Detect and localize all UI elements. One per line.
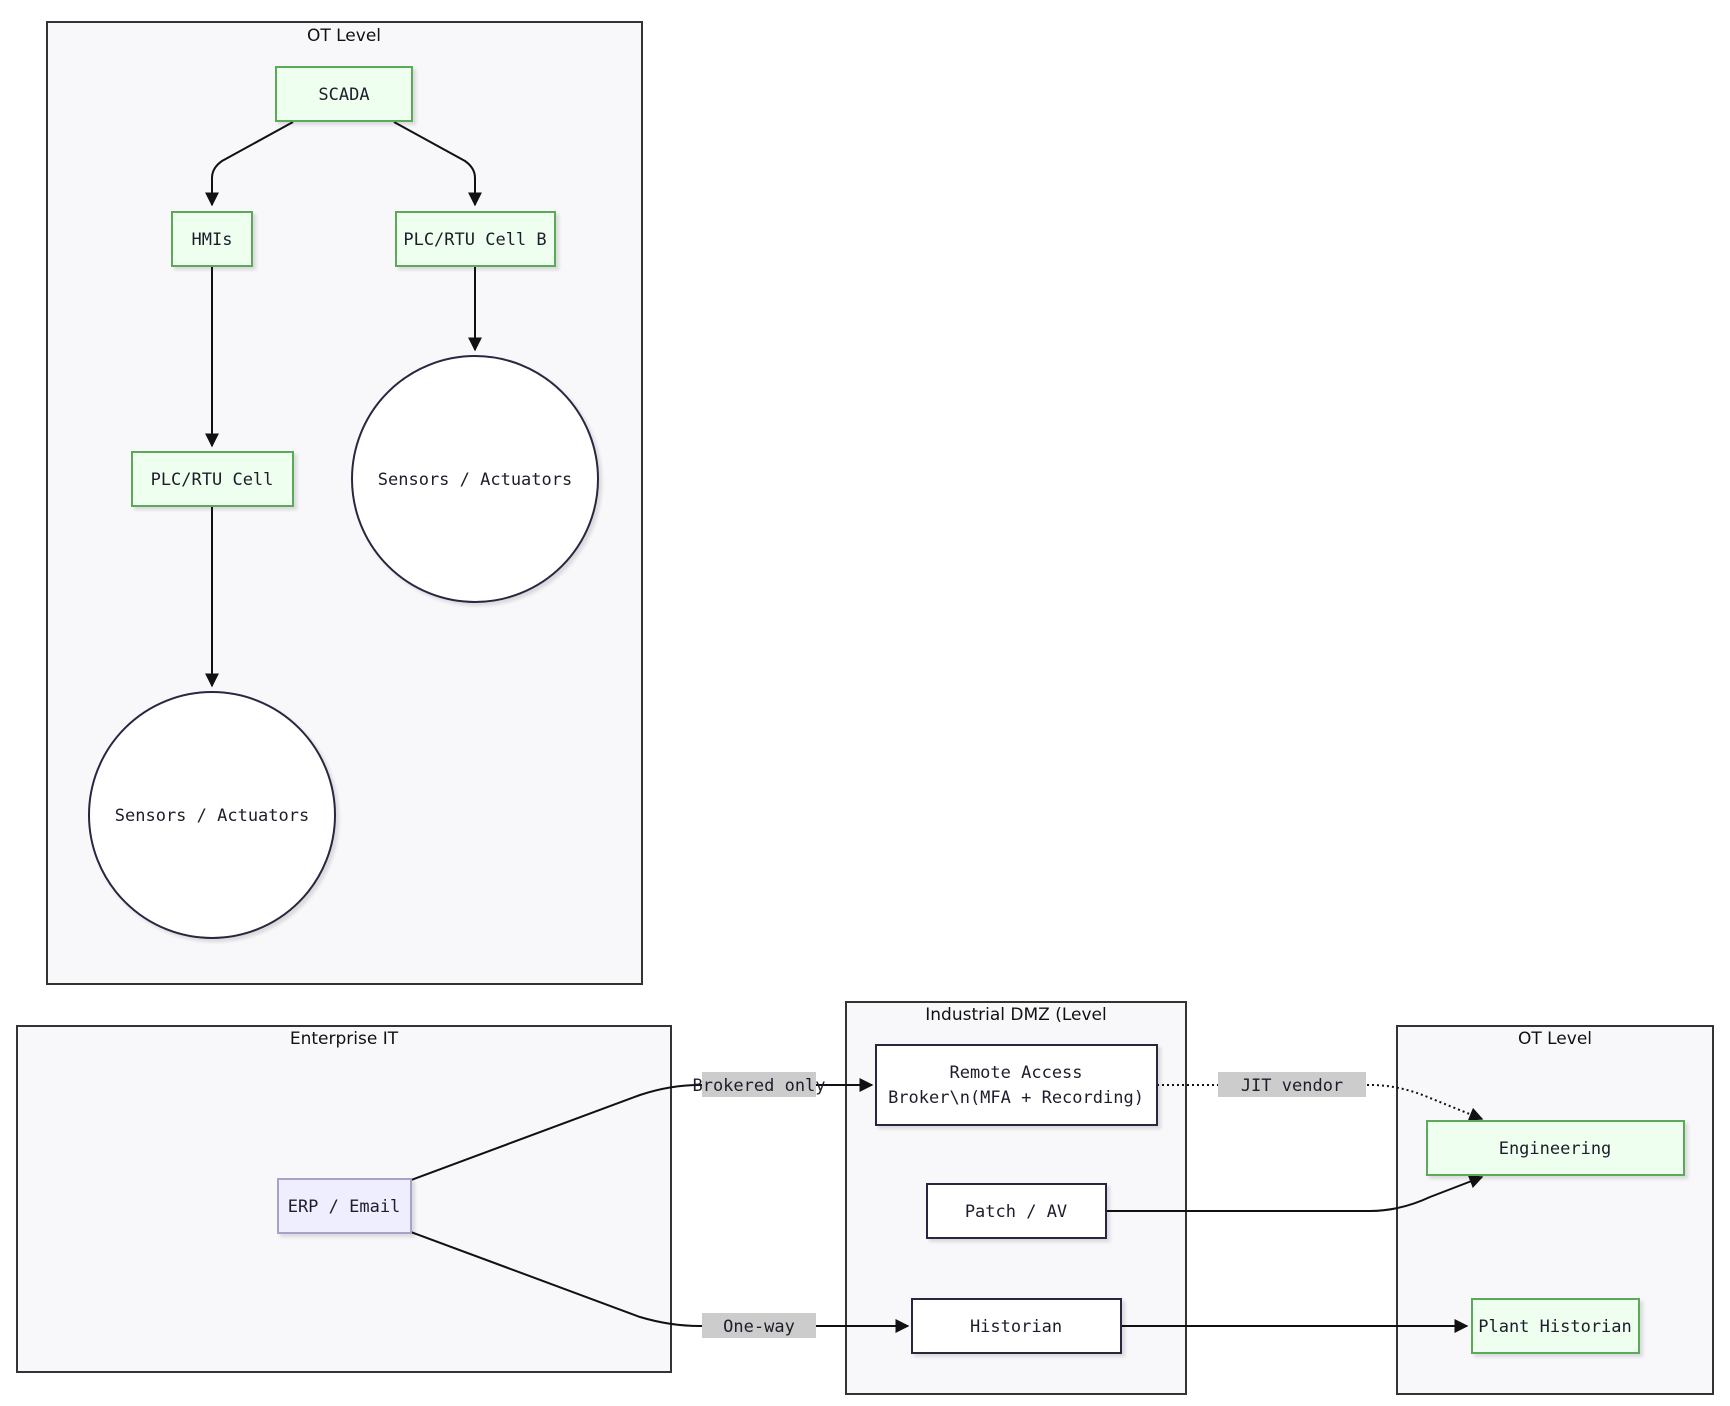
hmis-label: HMIs xyxy=(192,230,233,250)
edge-label-oneway: One-way xyxy=(702,1313,816,1338)
scada-label: SCADA xyxy=(318,85,369,105)
sensors-actuators-label-a: Sensors / Actuators xyxy=(115,806,309,826)
edge-label-oneway-text: One-way xyxy=(723,1317,795,1337)
plc-rtu-cell-node[interactable]: PLC/RTU Cell xyxy=(131,451,294,507)
plc-rtu-cell-b-label: PLC/RTU Cell B xyxy=(403,230,546,250)
industrial-dmz-title: Industrial DMZ (Level xyxy=(925,1005,1106,1025)
edge-scada-plc-b xyxy=(393,121,482,207)
edge-label-brokered: Brokered only xyxy=(692,1072,826,1097)
scada-node[interactable]: SCADA xyxy=(275,66,413,122)
edges-bottom xyxy=(410,1078,1484,1333)
erp-email-node[interactable]: ERP / Email xyxy=(277,1178,412,1234)
edge-label-jit-text: JIT vendor xyxy=(1241,1076,1343,1096)
enterprise-it-cluster: Enterprise IT xyxy=(16,1025,672,1373)
patch-av-node[interactable]: Patch / AV xyxy=(926,1183,1107,1239)
sensors-actuators-node-a[interactable]: Sensors / Actuators xyxy=(88,691,336,939)
ot-level-title-bottom: OT Level xyxy=(1518,1029,1592,1049)
historian-label: Historian xyxy=(970,1317,1062,1337)
sensors-actuators-node-b[interactable]: Sensors / Actuators xyxy=(351,355,599,603)
edge-erp-remote-access xyxy=(410,1078,874,1181)
edges-top xyxy=(205,121,482,688)
ot-level-title-top: OT Level xyxy=(307,26,381,46)
historian-node[interactable]: Historian xyxy=(911,1298,1122,1354)
engineering-label: Engineering xyxy=(1499,1139,1612,1159)
edge-label-brokered-text: Brokered only xyxy=(692,1076,825,1096)
edge-label-jit: JIT vendor xyxy=(1218,1072,1366,1097)
enterprise-it-title: Enterprise IT xyxy=(290,1029,399,1049)
edge-scada-hmis xyxy=(205,121,294,207)
hmis-node[interactable]: HMIs xyxy=(171,211,253,267)
erp-email-label: ERP / Email xyxy=(288,1197,401,1217)
plc-rtu-cell-b-node[interactable]: PLC/RTU Cell B xyxy=(395,211,556,267)
plant-historian-label: Plant Historian xyxy=(1478,1317,1632,1337)
patch-av-label: Patch / AV xyxy=(965,1202,1067,1222)
remote-access-broker-node[interactable]: Remote Access Broker\n(MFA + Recording) xyxy=(875,1044,1158,1126)
plc-rtu-cell-label: PLC/RTU Cell xyxy=(151,470,274,490)
remote-access-label-line2: Broker\n(MFA + Recording) xyxy=(888,1088,1144,1108)
plant-historian-node[interactable]: Plant Historian xyxy=(1471,1298,1640,1354)
edge-patch-engineering xyxy=(1106,1174,1484,1212)
sensors-actuators-label-b: Sensors / Actuators xyxy=(378,470,572,490)
edge-erp-historian xyxy=(410,1231,910,1333)
remote-access-label-line1: Remote Access xyxy=(949,1063,1082,1083)
engineering-node[interactable]: Engineering xyxy=(1426,1120,1685,1176)
